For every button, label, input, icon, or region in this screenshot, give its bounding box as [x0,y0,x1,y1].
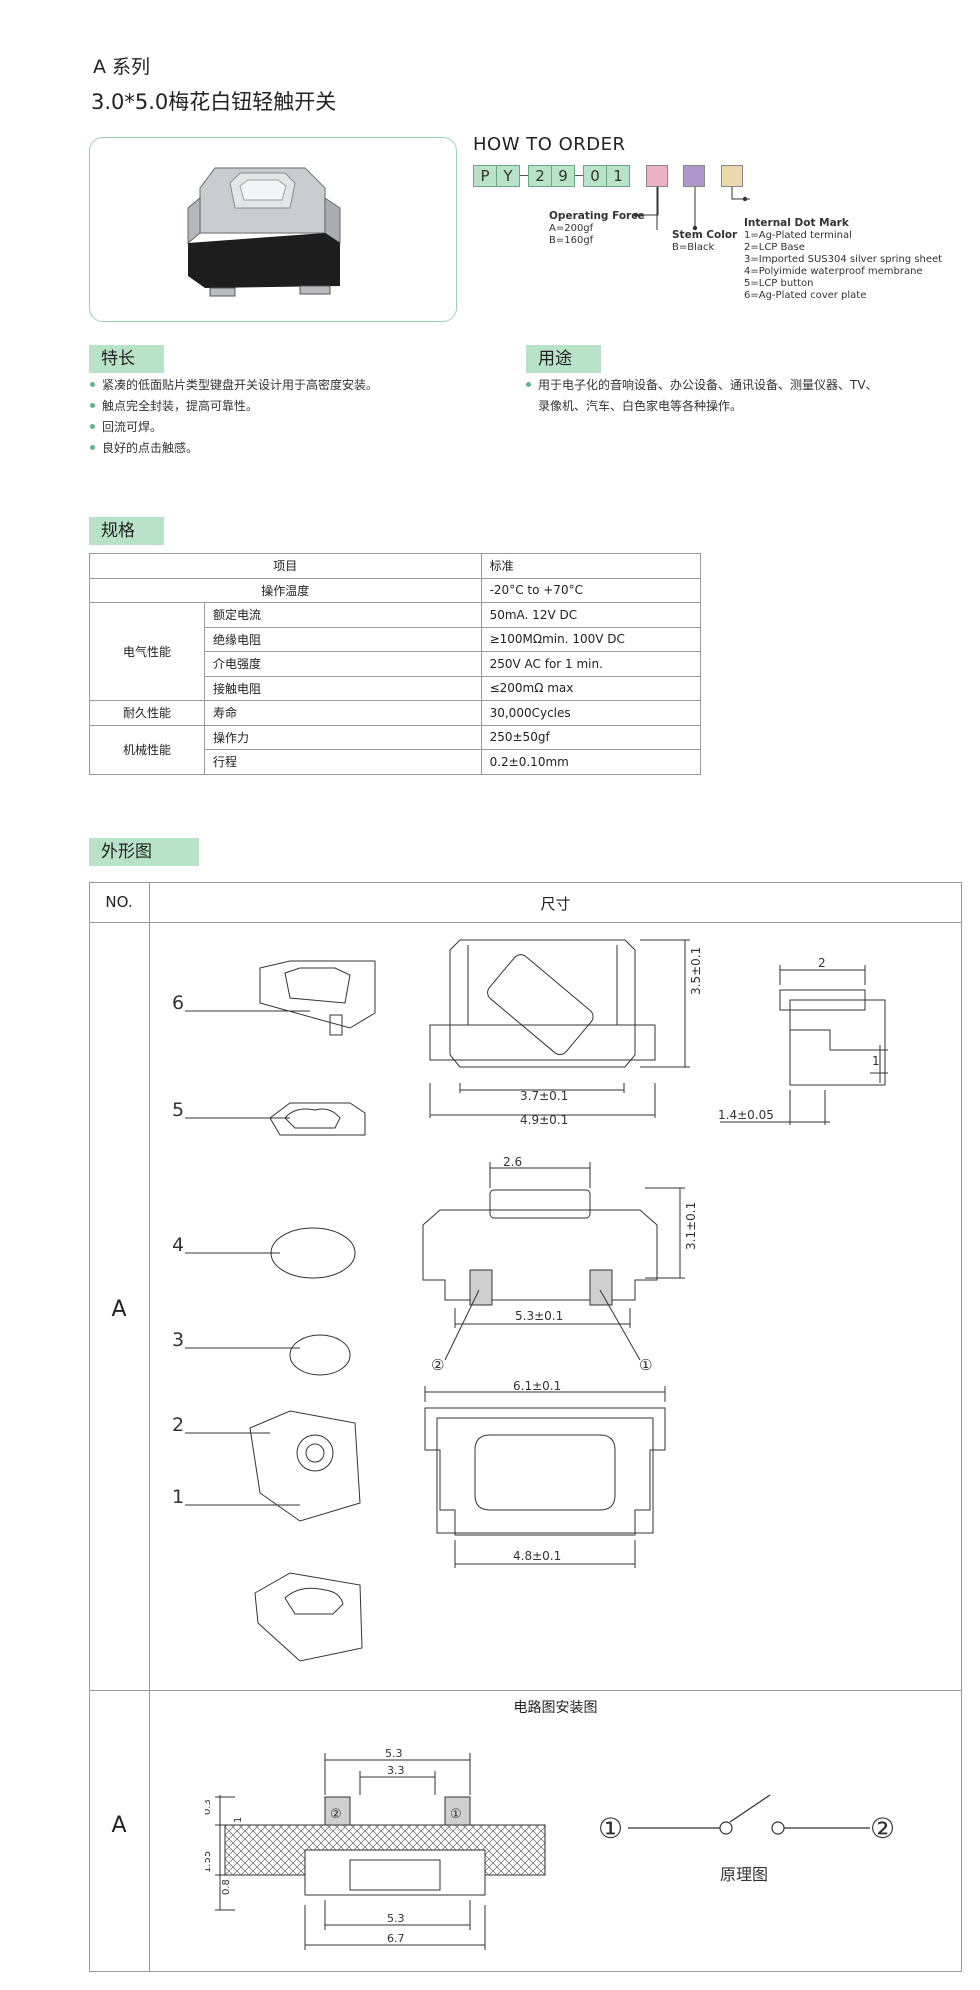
internal-dot-mark-label: Internal Dot Mark 1=Ag-Plated terminal 2… [744,217,943,301]
dim-label: 2 [818,956,826,970]
table-row: 机械性能 操作力 250±50gf [89,724,702,775]
dim-label: 0.8 [221,1879,232,1895]
usage-tag: 用途 [526,345,601,373]
dim-label: 5.3 [385,1747,403,1760]
option-purple-swatch [683,165,705,187]
order-code-char: 2 [528,165,552,187]
code-dash [575,175,583,176]
table-row: 绝缘电阻 ≥100MΩmin. 100V DC [90,626,702,652]
top-view-drawing: 3.7±0.1 4.9±0.1 3.5±0.1 [429,939,703,1127]
dim-label: 1 [233,1817,244,1823]
circled-label: ① [639,1356,652,1374]
table-row: 电气性能 额定电流 50mA. 12V DC [89,602,702,701]
dim-label: 1 [872,1054,880,1068]
usage-text: 用于电子化的音响设备、办公设备、通讯设备、测量仪器、TV、 录像机、汽车、白色家… [526,375,878,417]
order-code-char: 9 [551,165,575,187]
list-item: 紧凑的低面贴片类型键盘开关设计用于高密度安装。 [90,375,378,396]
list-item: 良好的点击触感。 [90,438,378,459]
dim-label: 4.9±0.1 [520,1113,568,1127]
circuit-title: 电路图安装图 [513,1700,598,1716]
how-to-order-heading: HOW TO ORDER [473,134,626,155]
bottom-view-drawing: 6.1±0.1 4.8±0.1 [424,1380,666,1568]
part-label: 5 [172,1099,184,1121]
dim-label: 5.3±0.1 [515,1309,563,1323]
dim-label: 3.3 [387,1764,405,1777]
order-code-char: 0 [583,165,607,187]
dim-label: 3.1±0.1 [684,1202,698,1250]
features-tag: 特长 [89,345,164,373]
dim-label: 1.4±0.05 [718,1108,774,1122]
dim-label: 6.1±0.1 [513,1380,561,1393]
product-photo [187,167,341,297]
dim-label: 3.5±0.1 [689,947,703,995]
table-row: 耐久性能 寿命 30,000Cycles [89,700,702,726]
operating-force-label: Operating Force A=200gf B=160gf [549,210,645,246]
circled-label: ① [450,1807,462,1822]
spec-table: 项目 标准 操作温度 -20°C to +70°C 电气性能 额定电流 50mA… [89,553,702,775]
list-item: 触点完全封装，提高可靠性。 [90,396,378,417]
circled-label: ② [330,1807,342,1822]
dim-label: 5.3 [387,1912,405,1925]
side-view-drawing: 2 1 1.4±0.05 [718,956,888,1125]
exploded-parts-drawing: 6 5 4 3 2 1 [172,960,376,1662]
col-size-header: 尺寸 [540,895,571,913]
dim-label: 2.6 [503,1155,522,1169]
series-label: A 系列 [93,56,151,78]
code-dash [520,175,528,176]
list-item: 回流可焊。 [90,417,378,438]
dim-label: 4.8±0.1 [513,1549,561,1563]
outline-tag: 外形图 [89,838,199,866]
table-row: 项目 标准 [89,553,702,579]
dim-label: 1.55 [205,1851,213,1873]
table-row: 接触电阻 ≤200mΩ max [90,675,702,701]
product-image-frame [89,137,457,322]
outline-frame [89,882,962,1972]
spec-tag: 规格 [89,517,164,545]
part-label: 6 [172,992,184,1014]
option-pink-swatch [646,165,668,187]
part-label: 4 [172,1234,184,1256]
order-code-char: Y [496,165,520,187]
table-row: 介电强度 250V AC for 1 min. [90,651,702,677]
part-label: 3 [172,1329,184,1351]
stem-color-label: Stem Color B=Black [672,229,738,253]
product-title: 3.0*5.0梅花白钮轻触开关 [91,90,337,114]
dim-label: 6.7 [387,1932,405,1945]
features-list: 紧凑的低面贴片类型键盘开关设计用于高密度安装。 触点完全封装，提高可靠性。 回流… [90,375,378,459]
schematic-drawing: ① ② 原理图 [598,1794,895,1884]
order-code-char: P [473,165,497,187]
schematic-caption: 原理图 [720,1865,768,1884]
col-no-header: NO. [105,893,133,911]
circuit-row-label: A [111,1813,127,1838]
part-label: 1 [172,1486,184,1508]
table-row: 操作温度 -20°C to +70°C [89,577,702,603]
option-beige-swatch [721,165,743,187]
order-code-char: 1 [606,165,630,187]
part-label: 2 [172,1414,184,1436]
dim-label: 3.7±0.1 [520,1089,568,1103]
dim-label: 0.3 [205,1799,213,1815]
schematic-node-2: ② [870,1812,895,1845]
schematic-node-1: ① [598,1812,623,1845]
circled-label: ② [431,1356,444,1374]
pcb-mounting-drawing: ② ① 5.3 3.3 0.3 1 1.55 0.8 5.3 6.7 [205,1747,546,1950]
order-leader-lines [633,187,750,231]
section-view-drawing: 2.6 5.3±0.1 3.1±0.1 ② ① [422,1155,698,1374]
row-label: A [111,1297,127,1322]
table-row: 行程 0.2±0.10mm [90,749,702,775]
